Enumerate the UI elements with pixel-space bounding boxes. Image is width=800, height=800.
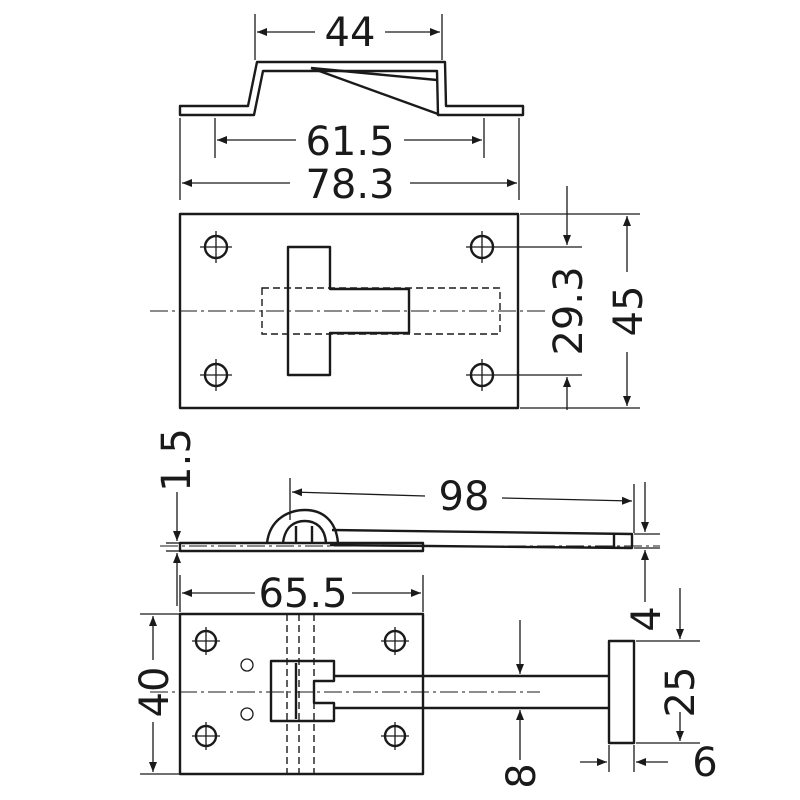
hook-base-plate-side bbox=[178, 541, 425, 553]
dim-label-78-3: 78.3 bbox=[305, 162, 394, 208]
hook-bar bbox=[334, 674, 609, 710]
dim-label-44: 44 bbox=[325, 10, 376, 56]
bracket-side-view bbox=[178, 60, 525, 117]
hook-side-view bbox=[160, 508, 660, 553]
bracket-t-slot bbox=[286, 245, 411, 377]
dim-44: 44 bbox=[254, 10, 443, 60]
dim-label-98: 98 bbox=[439, 474, 490, 520]
hook-t-end bbox=[607, 639, 636, 745]
dim-label-40: 40 bbox=[132, 667, 178, 718]
dim-6: 6 bbox=[580, 740, 718, 786]
dim-65-5: 65.5 bbox=[179, 571, 424, 617]
dim-29-3: 29.3 bbox=[498, 186, 592, 410]
dim-label-61-5: 61.5 bbox=[305, 119, 394, 165]
dim-label-25: 25 bbox=[658, 667, 704, 718]
dim-label-6: 6 bbox=[692, 740, 717, 786]
mounting-hole bbox=[466, 359, 498, 391]
mounting-hole bbox=[200, 231, 232, 263]
dim-label-65-5: 65.5 bbox=[258, 571, 347, 617]
hook-hinge-knuckle-inner bbox=[281, 519, 328, 544]
dim-label-29-3: 29.3 bbox=[546, 266, 592, 355]
hook-hinge-knuckle bbox=[265, 508, 340, 544]
bracket-profile-slope bbox=[310, 66, 439, 116]
mounting-hole bbox=[381, 722, 409, 750]
hook-holes bbox=[192, 627, 409, 750]
dim-8: 8 bbox=[499, 620, 545, 789]
dim-25: 25 bbox=[636, 588, 704, 744]
bracket-holes bbox=[200, 231, 498, 391]
rivet bbox=[240, 658, 254, 672]
bracket-top-view bbox=[150, 212, 548, 410]
mounting-hole bbox=[192, 722, 220, 750]
dim-label-45: 45 bbox=[606, 286, 652, 337]
hook-top-view bbox=[150, 612, 636, 776]
dim-4: 4 bbox=[624, 482, 670, 632]
hook-base-plate bbox=[178, 612, 425, 776]
dim-label-8: 8 bbox=[499, 763, 545, 788]
dim-label-4: 4 bbox=[624, 606, 670, 631]
mounting-hole bbox=[381, 627, 409, 655]
dim-40: 40 bbox=[132, 613, 180, 775]
rivet bbox=[240, 707, 254, 721]
dim-1-5: 1.5 bbox=[154, 428, 200, 606]
dim-45: 45 bbox=[520, 213, 652, 409]
mounting-hole bbox=[466, 231, 498, 263]
dim-78-3: 78.3 bbox=[179, 118, 520, 208]
hook-hinge-bracket bbox=[269, 659, 336, 723]
hook-arm-side bbox=[329, 528, 634, 550]
bracket-profile-outline bbox=[178, 60, 525, 117]
mounting-hole bbox=[200, 359, 232, 391]
dim-98: 98 bbox=[289, 474, 635, 533]
dim-61-5: 61.5 bbox=[214, 118, 485, 165]
mounting-hole bbox=[192, 627, 220, 655]
dim-label-1-5: 1.5 bbox=[154, 428, 200, 492]
